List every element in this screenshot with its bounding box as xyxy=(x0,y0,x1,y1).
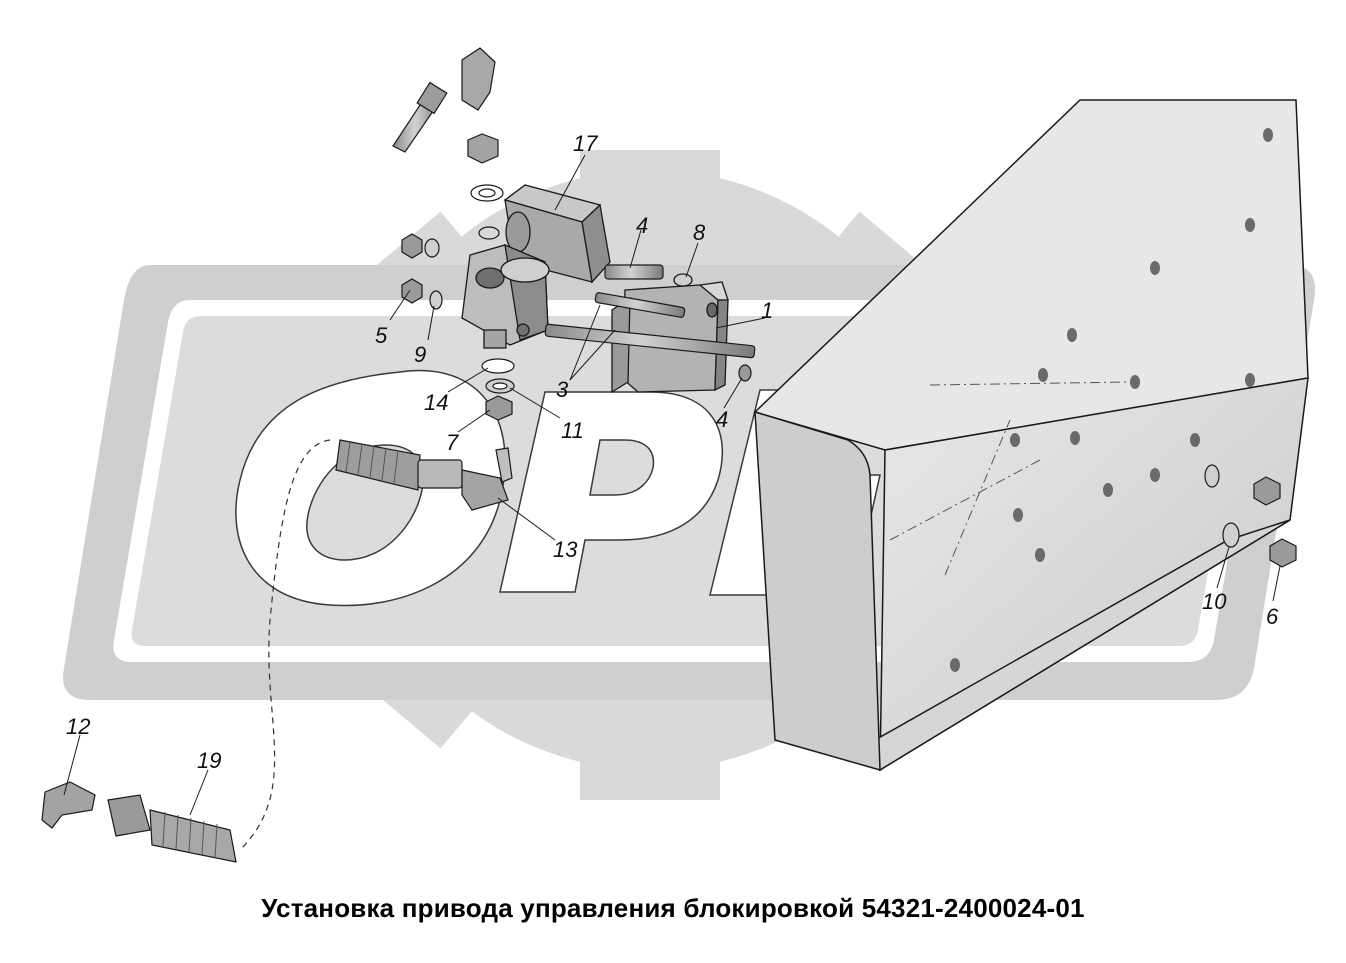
washers-14-11-nut-7 xyxy=(481,358,515,421)
callout-13: 13 xyxy=(553,537,578,562)
callout-3: 3 xyxy=(556,377,569,402)
callout-10: 10 xyxy=(1202,589,1227,614)
hose-route-dashed xyxy=(239,439,331,851)
angle-fitting-top xyxy=(392,47,496,153)
brake-cylinder-17 xyxy=(503,184,611,284)
nuts-5-washers-9 xyxy=(401,233,443,310)
callout-19: 19 xyxy=(197,748,221,773)
callout-5: 5 xyxy=(375,323,388,348)
callout-9: 9 xyxy=(414,342,426,367)
callout-4-top: 4 xyxy=(636,213,648,238)
hardware-stack xyxy=(467,133,504,240)
nuts-6-washers-10 xyxy=(1204,464,1297,568)
callout-4-bottom: 4 xyxy=(716,407,728,432)
callouts: 17 4 8 1 5 9 3 4 14 11 7 13 10 6 12 19 xyxy=(66,131,1279,773)
bolts-3-4 xyxy=(544,264,756,382)
valve-housing xyxy=(461,243,550,349)
callout-7: 7 xyxy=(446,430,459,455)
fitting-12 xyxy=(41,781,96,829)
drawing-title: Установка привода управления блокировкой… xyxy=(261,893,1085,923)
callout-6: 6 xyxy=(1266,604,1279,629)
callout-11: 11 xyxy=(561,418,584,443)
callout-17: 17 xyxy=(573,131,598,156)
callout-1: 1 xyxy=(761,298,773,323)
callout-12: 12 xyxy=(66,714,90,739)
leader-lines xyxy=(63,154,1281,816)
hose-13 xyxy=(335,439,513,511)
hose-19 xyxy=(107,794,237,863)
callout-8: 8 xyxy=(693,220,706,245)
frame-side-member xyxy=(753,99,1309,772)
callout-14: 14 xyxy=(424,390,448,415)
